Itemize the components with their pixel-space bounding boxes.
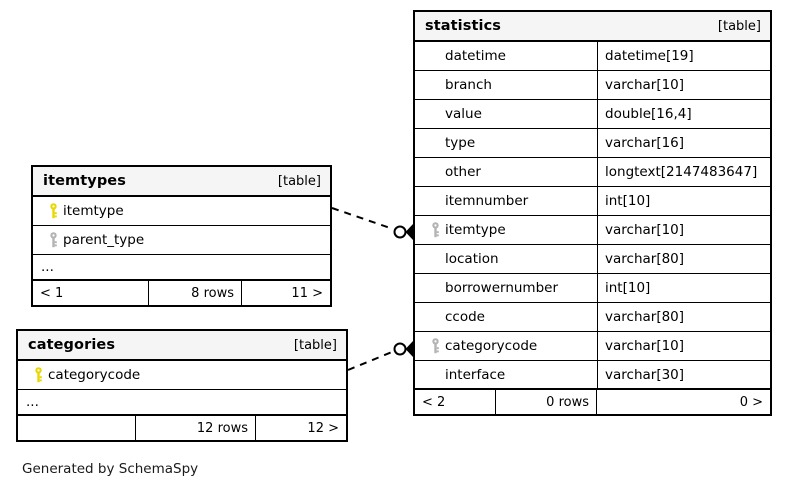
table-itemtypes[interactable]: itemtypes [table] itemtype xyxy=(31,165,332,307)
key-icon xyxy=(49,203,57,219)
key-icon xyxy=(431,222,439,238)
table-itemtypes-title: itemtypes xyxy=(43,173,126,189)
column-name-cell: parent_type xyxy=(33,226,330,254)
relationship-categories-statistics xyxy=(347,341,413,371)
table-row[interactable]: itemnumber int[10] xyxy=(415,187,770,216)
column-type: varchar[16] xyxy=(597,129,770,157)
column-name: itemtype xyxy=(63,203,124,219)
column-name: branch xyxy=(445,77,492,93)
column-name: itemnumber xyxy=(445,193,529,209)
prev-page-button[interactable]: < 1 xyxy=(40,285,64,301)
column-type: varchar[80] xyxy=(597,303,770,331)
table-row[interactable]: parent_type xyxy=(33,226,330,255)
key-icon xyxy=(34,367,42,383)
row-count: 0 rows xyxy=(495,390,596,414)
table-row[interactable]: datetime datetime[19] xyxy=(415,42,770,71)
column-type: varchar[10] xyxy=(597,332,770,360)
column-name-cell: ccode xyxy=(415,303,597,331)
column-name-cell: other xyxy=(415,158,597,186)
column-name-cell: location xyxy=(415,245,597,273)
column-type: int[10] xyxy=(597,274,770,302)
column-name: categorycode xyxy=(445,338,538,354)
table-row[interactable]: ccode varchar[80] xyxy=(415,303,770,332)
next-page-button[interactable]: 0 > xyxy=(596,390,770,414)
column-type: varchar[10] xyxy=(597,216,770,244)
table-row[interactable]: interface varchar[30] xyxy=(415,361,770,390)
table-row[interactable]: borrowernumber int[10] xyxy=(415,274,770,303)
column-name: borrowernumber xyxy=(445,280,559,296)
table-itemtypes-footer: < 1 8 rows 11 > xyxy=(33,281,330,305)
column-name-cell: itemnumber xyxy=(415,187,597,215)
column-name: parent_type xyxy=(63,232,145,248)
column-name-cell: itemtype xyxy=(33,197,330,225)
table-categories-footer: 12 rows 12 > xyxy=(18,416,346,440)
column-name-cell: interface xyxy=(415,361,597,388)
column-name-cell: itemtype xyxy=(415,216,597,244)
table-statistics-header: statistics [table] xyxy=(415,12,770,42)
next-page-button[interactable]: 12 > xyxy=(255,416,346,440)
column-type: varchar[10] xyxy=(597,71,770,99)
column-name-cell: borrowernumber xyxy=(415,274,597,302)
column-type: varchar[30] xyxy=(597,361,770,388)
table-categories-tag: [table] xyxy=(293,337,337,353)
column-name-cell: branch xyxy=(415,71,597,99)
table-row[interactable]: branch varchar[10] xyxy=(415,71,770,100)
relationship-itemtypes-statistics xyxy=(331,207,413,240)
column-name: interface xyxy=(445,366,506,383)
table-row[interactable]: other longtext[2147483647] xyxy=(415,158,770,187)
more-columns-indicator: ... xyxy=(33,255,330,281)
prev-page-button[interactable]: < 2 xyxy=(422,394,446,410)
next-page-button[interactable]: 11 > xyxy=(241,281,330,305)
foreign-key-icon xyxy=(43,232,63,248)
column-type: double[16,4] xyxy=(597,100,770,128)
table-row[interactable]: categorycode xyxy=(18,361,346,390)
table-row[interactable]: itemtype varchar[10] xyxy=(415,216,770,245)
table-itemtypes-tag: [table] xyxy=(277,173,321,189)
column-name: itemtype xyxy=(445,222,506,238)
table-statistics[interactable]: statistics [table] datetime datetime[19]… xyxy=(413,10,772,416)
column-name: value xyxy=(445,106,482,122)
key-icon xyxy=(431,338,439,354)
row-count: 12 rows xyxy=(135,416,255,440)
column-name-cell: value xyxy=(415,100,597,128)
table-statistics-footer: < 2 0 rows 0 > xyxy=(415,390,770,414)
column-name: location xyxy=(445,251,499,267)
column-type: varchar[80] xyxy=(597,245,770,273)
table-row[interactable]: type varchar[16] xyxy=(415,129,770,158)
column-name: other xyxy=(445,164,481,180)
generated-by-caption: Generated by SchemaSpy xyxy=(22,461,199,477)
table-statistics-tag: [table] xyxy=(717,18,761,34)
key-icon xyxy=(49,232,57,248)
column-name-cell: type xyxy=(415,129,597,157)
table-row[interactable]: location varchar[80] xyxy=(415,245,770,274)
column-name: ccode xyxy=(445,309,485,325)
foreign-key-icon xyxy=(425,222,445,238)
primary-key-icon xyxy=(43,203,63,219)
table-categories-title: categories xyxy=(28,337,116,353)
column-name-cell: categorycode xyxy=(415,332,597,360)
table-categories-header: categories [table] xyxy=(18,331,346,361)
table-row[interactable]: value double[16,4] xyxy=(415,100,770,129)
column-name: datetime xyxy=(445,48,506,64)
column-type: int[10] xyxy=(597,187,770,215)
column-name: type xyxy=(445,135,476,151)
column-name: categorycode xyxy=(48,367,141,383)
table-row[interactable]: categorycode varchar[10] xyxy=(415,332,770,361)
more-columns-indicator: ... xyxy=(18,390,346,416)
column-name-cell: datetime xyxy=(415,42,597,70)
row-count: 8 rows xyxy=(148,281,241,305)
prev-page-button[interactable] xyxy=(18,416,135,440)
column-type: datetime[19] xyxy=(597,42,770,70)
primary-key-icon xyxy=(28,367,48,383)
table-statistics-title: statistics xyxy=(425,18,502,34)
column-name-cell: categorycode xyxy=(18,361,346,389)
column-type: longtext[2147483647] xyxy=(597,158,770,186)
table-itemtypes-header: itemtypes [table] xyxy=(33,167,330,197)
foreign-key-icon xyxy=(425,338,445,354)
table-row[interactable]: itemtype xyxy=(33,197,330,226)
table-categories[interactable]: categories [table] categorycode ... xyxy=(16,329,348,442)
